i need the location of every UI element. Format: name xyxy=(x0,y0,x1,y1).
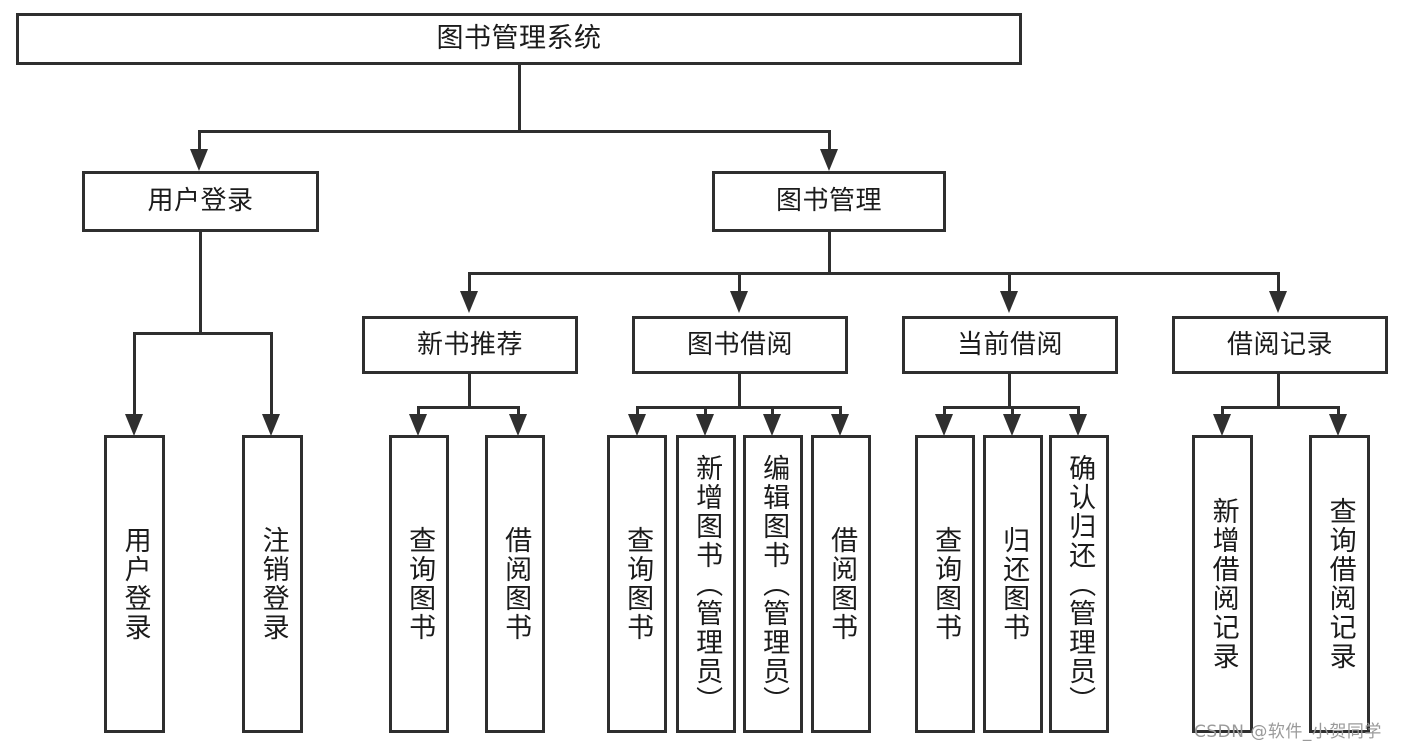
arrow-to-book-mgmt xyxy=(820,149,838,171)
leaf-current-borrow-confirm-return[interactable]: 确认归还（管理员） xyxy=(1049,435,1109,733)
leaf-new-book-borrow-book[interactable]: 借阅图书 xyxy=(485,435,545,733)
arrow-to-leaf-edit-book xyxy=(763,414,781,436)
arrow-to-leaf-borrow-book-1 xyxy=(509,414,527,436)
edge-current-borrow-to-leaf-2 xyxy=(1077,406,1080,420)
node-borrow-record[interactable]: 借阅记录 xyxy=(1172,316,1388,374)
arrow-to-current-borrow xyxy=(1000,291,1018,313)
edge-user-login-bus xyxy=(133,332,270,335)
edge-new-book-to-leaf-1 xyxy=(517,406,520,420)
arrow-to-leaf-query-book-3 xyxy=(935,414,953,436)
edge-root-stem xyxy=(518,65,521,132)
edge-book-mgmt-to-new-book xyxy=(468,272,471,296)
node-label: 查询图书 xyxy=(622,526,654,642)
edge-borrow-record-stem xyxy=(1277,374,1280,408)
edge-book-mgmt-to-borrow-record xyxy=(1277,272,1280,296)
arrow-to-leaf-borrow-book-2 xyxy=(831,414,849,436)
node-label: 新增借阅记录 xyxy=(1207,497,1239,671)
edge-user-login-to-leaf-1 xyxy=(270,332,273,420)
leaf-borrow-record-add[interactable]: 新增借阅记录 xyxy=(1192,435,1253,733)
node-label: 用户登录 xyxy=(147,186,254,217)
node-label: 查询图书 xyxy=(404,526,436,642)
edge-borrow-record-to-leaf-0 xyxy=(1221,406,1224,420)
edge-current-borrow-stem xyxy=(1008,374,1011,408)
edge-book-mgmt-stem xyxy=(828,232,831,274)
arrow-to-borrow-record xyxy=(1269,291,1287,313)
node-label: 借阅记录 xyxy=(1226,329,1333,360)
leaf-book-borrow-borrow-book[interactable]: 借阅图书 xyxy=(811,435,871,733)
node-current-borrow[interactable]: 当前借阅 xyxy=(902,316,1118,374)
watermark-text: CSDN @软件_小贺同学 xyxy=(1194,722,1382,742)
edge-root-bus xyxy=(198,130,831,133)
edge-new-book-bus xyxy=(417,406,520,409)
leaf-current-borrow-query-book[interactable]: 查询图书 xyxy=(915,435,975,733)
leaf-user-login[interactable]: 用户登录 xyxy=(104,435,165,733)
edge-borrow-record-bus xyxy=(1221,406,1340,409)
node-label: 归还图书 xyxy=(998,526,1030,642)
node-label: 查询借阅记录 xyxy=(1324,497,1356,671)
node-user-login[interactable]: 用户登录 xyxy=(82,171,319,232)
node-book-management[interactable]: 图书管理 xyxy=(712,171,946,232)
edge-book-borrow-to-leaf-0 xyxy=(636,406,639,420)
node-label: 图书管理 xyxy=(775,186,882,217)
arrow-to-leaf-add-record xyxy=(1213,414,1231,436)
arrow-to-leaf-return-book xyxy=(1003,414,1021,436)
arrow-to-leaf-query-book-2 xyxy=(628,414,646,436)
edge-book-mgmt-to-book-borrow xyxy=(738,272,741,296)
arrow-to-book-borrow xyxy=(730,291,748,313)
edge-new-book-stem xyxy=(468,374,471,408)
node-label: 用户登录 xyxy=(119,526,151,642)
edge-root-to-user-login xyxy=(198,130,201,153)
edge-book-borrow-to-leaf-1 xyxy=(704,406,707,420)
arrow-to-leaf-logout xyxy=(262,414,280,436)
node-label: 确认归还（管理员） xyxy=(1064,453,1096,715)
arrow-to-leaf-query-record xyxy=(1329,414,1347,436)
node-new-book-recommend[interactable]: 新书推荐 xyxy=(362,316,578,374)
leaf-borrow-record-query[interactable]: 查询借阅记录 xyxy=(1309,435,1370,733)
node-label: 注销登录 xyxy=(257,526,289,642)
node-label: 新增图书（管理员） xyxy=(691,453,723,715)
arrow-to-new-book xyxy=(460,291,478,313)
edge-borrow-record-to-leaf-1 xyxy=(1337,406,1340,420)
arrow-to-leaf-query-book-1 xyxy=(409,414,427,436)
edge-book-mgmt-to-current-borrow xyxy=(1008,272,1011,296)
arrow-to-leaf-add-book xyxy=(696,414,714,436)
edge-current-borrow-to-leaf-0 xyxy=(943,406,946,420)
arrow-to-leaf-confirm-return xyxy=(1069,414,1087,436)
node-label: 查询图书 xyxy=(930,526,962,642)
edge-book-mgmt-bus xyxy=(468,272,1280,275)
arrow-to-user-login xyxy=(190,149,208,171)
node-label: 图书管理系统 xyxy=(436,23,602,55)
node-book-borrow[interactable]: 图书借阅 xyxy=(632,316,848,374)
leaf-book-borrow-add-book[interactable]: 新增图书（管理员） xyxy=(676,435,736,733)
node-label: 借阅图书 xyxy=(826,526,858,642)
leaf-logout[interactable]: 注销登录 xyxy=(242,435,303,733)
leaf-current-borrow-return-book[interactable]: 归还图书 xyxy=(983,435,1043,733)
edge-current-borrow-to-leaf-1 xyxy=(1011,406,1014,420)
edge-new-book-to-leaf-0 xyxy=(417,406,420,420)
leaf-book-borrow-query-book[interactable]: 查询图书 xyxy=(607,435,667,733)
node-root-system[interactable]: 图书管理系统 xyxy=(16,13,1022,65)
node-label: 新书推荐 xyxy=(416,329,523,360)
leaf-book-borrow-edit-book[interactable]: 编辑图书（管理员） xyxy=(743,435,803,733)
node-label: 借阅图书 xyxy=(500,526,532,642)
edge-user-login-to-leaf-0 xyxy=(133,332,136,420)
edge-book-borrow-bus xyxy=(636,406,842,409)
node-label: 编辑图书（管理员） xyxy=(758,453,790,715)
leaf-new-book-query-book[interactable]: 查询图书 xyxy=(389,435,449,733)
edge-book-borrow-to-leaf-3 xyxy=(839,406,842,420)
edge-book-borrow-to-leaf-2 xyxy=(771,406,774,420)
edge-user-login-stem xyxy=(199,232,202,334)
node-label: 图书借阅 xyxy=(686,329,793,360)
edge-root-to-book-mgmt xyxy=(828,130,831,153)
edge-book-borrow-stem xyxy=(738,374,741,408)
node-label: 当前借阅 xyxy=(956,329,1063,360)
arrow-to-leaf-user-login xyxy=(125,414,143,436)
